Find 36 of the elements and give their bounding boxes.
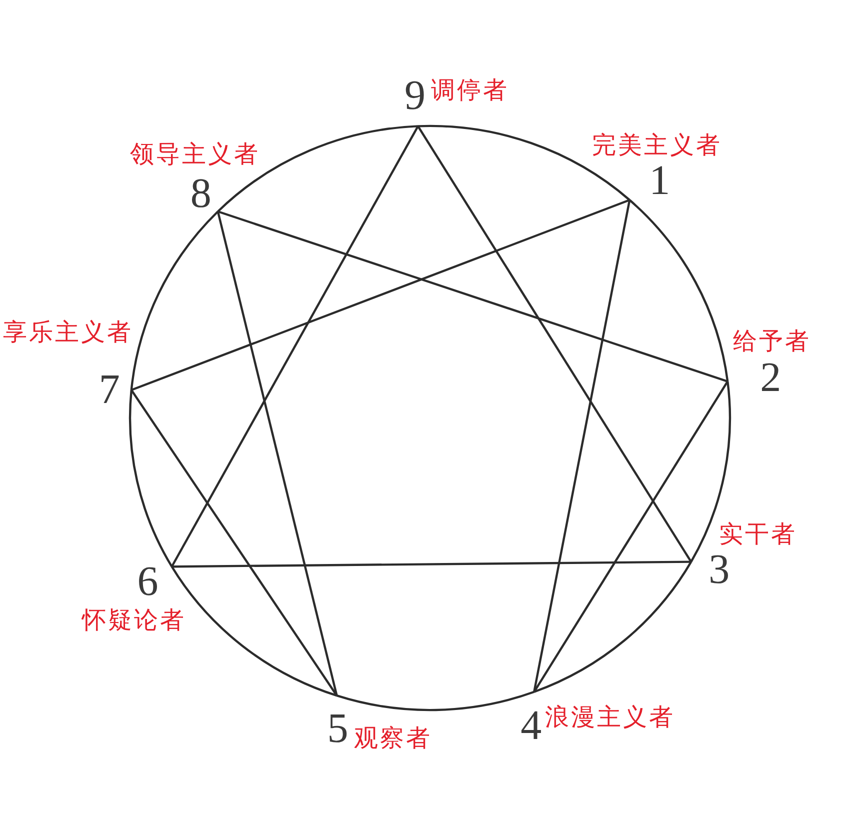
point-number: 7	[98, 373, 121, 407]
connecting-line	[170, 126, 419, 568]
type-name-label: 调停者	[430, 76, 509, 104]
type-name-label: 完美主义者	[592, 131, 722, 159]
point-number: 4	[520, 708, 543, 743]
point-number: 5	[326, 712, 350, 746]
connecting-line	[533, 380, 729, 692]
circle-arc	[130, 210, 219, 390]
connecting-line	[172, 560, 692, 568]
type-name-label: 观察者	[354, 724, 432, 752]
point-number: 2	[759, 361, 782, 396]
connecting-line	[417, 126, 692, 562]
circle-arc	[534, 561, 692, 693]
connecting-line	[130, 389, 338, 696]
point-number: 3	[708, 552, 731, 587]
connecting-line	[218, 210, 728, 382]
connecting-line	[533, 200, 631, 692]
type-name-label: 领导主义者	[130, 140, 260, 168]
circle-arc	[418, 125, 630, 201]
circle-arc	[129, 390, 173, 568]
type-name-label: 怀疑论者	[82, 606, 186, 634]
point-number: 6	[136, 564, 160, 599]
circle-arc	[690, 381, 732, 562]
point-number: 1	[648, 164, 672, 198]
circle-arc	[217, 125, 418, 212]
point-number: 8	[189, 176, 212, 211]
type-name-label: 浪漫主义者	[544, 702, 675, 731]
type-name-label: 享乐主义者	[3, 318, 133, 346]
type-name-label: 给予者	[732, 327, 811, 355]
circle-arc	[628, 199, 729, 382]
point-number: 9	[403, 79, 426, 114]
type-name-label: 实干者	[718, 520, 797, 548]
connecting-line	[131, 198, 630, 392]
connecting-line	[216, 211, 338, 696]
circle-arc	[170, 566, 338, 697]
circle-arc	[336, 690, 534, 712]
